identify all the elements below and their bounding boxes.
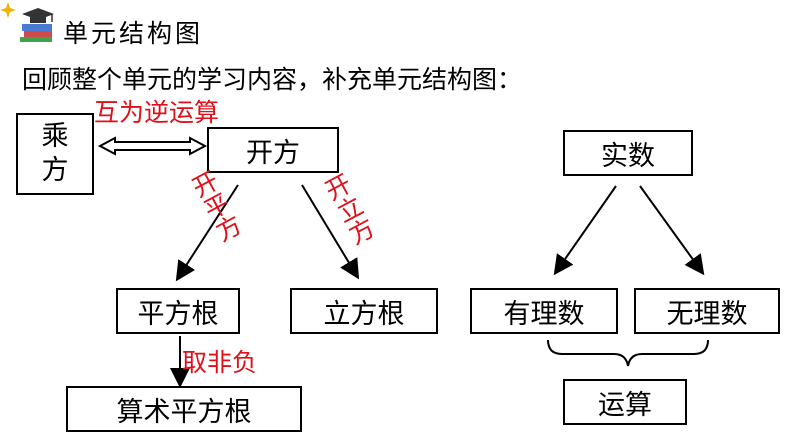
grouping-brace bbox=[547, 339, 709, 367]
power-box-line2: 方 bbox=[41, 155, 69, 186]
cube-root-box: 立方根 bbox=[290, 288, 438, 334]
non-negative-label: 取非负 bbox=[182, 348, 258, 377]
power-box: 乘 方 bbox=[16, 113, 94, 195]
rational-numbers-box: 有理数 bbox=[470, 288, 618, 334]
root-extraction-box: 开方 bbox=[207, 127, 339, 173]
inverse-operation-label: 互为逆运算 bbox=[94, 98, 220, 127]
page-title: 单元结构图 bbox=[63, 19, 204, 48]
inverse-double-arrow bbox=[97, 136, 208, 156]
arrow-to-square-root bbox=[175, 184, 239, 282]
operations-box: 运算 bbox=[563, 379, 687, 425]
arithmetic-square-root-box: 算术平方根 bbox=[66, 386, 302, 432]
header-icon-group bbox=[0, 0, 60, 44]
power-box-line1: 乘 bbox=[41, 121, 69, 152]
arrow-to-rational bbox=[553, 185, 617, 276]
arrow-to-cube-root bbox=[301, 184, 360, 280]
irrational-numbers-box: 无理数 bbox=[634, 288, 780, 334]
instruction-text: 回顾整个单元的学习内容，补充单元结构图： bbox=[22, 65, 523, 94]
square-root-box: 平方根 bbox=[116, 288, 240, 334]
real-numbers-box: 实数 bbox=[563, 130, 693, 176]
graduation-books-icon bbox=[0, 2, 54, 42]
arrow-to-irrational bbox=[639, 185, 705, 276]
